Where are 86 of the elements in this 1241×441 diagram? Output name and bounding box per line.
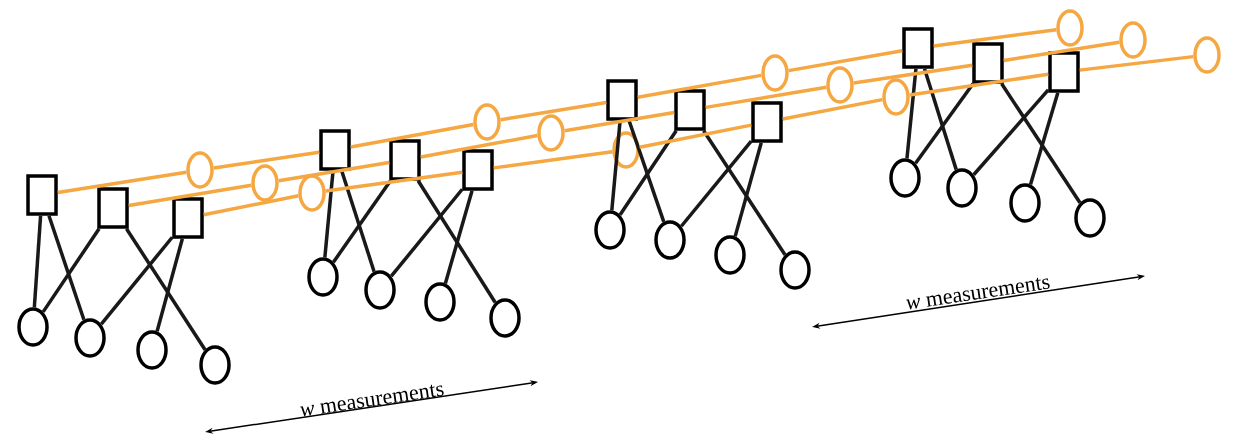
message-ellipse <box>537 114 565 152</box>
variable-circle <box>946 168 978 208</box>
connector-line <box>905 68 918 159</box>
connector-line <box>627 120 666 223</box>
variable-circle <box>654 220 686 260</box>
message-line <box>500 100 607 122</box>
square-node <box>389 139 421 181</box>
square-node <box>319 129 351 171</box>
connector-line <box>389 188 464 278</box>
connector-line <box>331 179 392 264</box>
message-ellipse <box>882 78 910 116</box>
connector-line <box>323 170 335 258</box>
variable-circle <box>307 257 339 297</box>
message-ellipse <box>186 151 214 189</box>
connector-line <box>922 68 958 171</box>
connector-line <box>618 129 678 216</box>
square-node <box>1048 51 1080 93</box>
variable-circle <box>364 270 396 310</box>
message-line <box>325 170 463 193</box>
square-node <box>172 197 204 239</box>
variable-circle <box>1074 198 1106 238</box>
square-node <box>606 79 638 121</box>
message-ellipse <box>251 164 279 202</box>
message-line <box>203 194 299 217</box>
square-node <box>751 101 783 143</box>
connector-line <box>340 170 376 273</box>
message-line <box>350 122 474 149</box>
connector-line <box>99 236 174 326</box>
message-ellipse <box>1119 21 1147 59</box>
variable-circle <box>489 298 521 338</box>
variable-circle <box>74 318 106 358</box>
connector-line <box>443 190 474 284</box>
message-line <box>933 28 1057 48</box>
message-line <box>564 110 675 133</box>
message-ellipse <box>761 54 789 92</box>
message-ellipse <box>473 103 501 141</box>
message-line <box>420 133 538 159</box>
variable-circle <box>424 282 456 322</box>
square-node <box>674 89 706 131</box>
message-line <box>213 150 320 170</box>
variable-circle <box>779 250 811 290</box>
connector-line <box>32 215 43 308</box>
variable-circle <box>1009 183 1041 223</box>
square-node <box>462 149 494 191</box>
square-node <box>26 174 58 216</box>
connector-line <box>702 129 787 256</box>
square-node <box>97 187 129 229</box>
connector-line <box>416 179 497 304</box>
message-line <box>128 183 252 208</box>
message-line <box>909 72 1049 97</box>
message-line <box>637 73 762 99</box>
message-line <box>705 85 827 110</box>
variable-circle <box>594 210 626 250</box>
connector-line <box>41 227 101 313</box>
message-line <box>57 170 187 195</box>
connector-line <box>610 120 622 211</box>
connector-line <box>47 215 86 321</box>
message-line <box>1079 54 1194 72</box>
message-line <box>1003 40 1120 63</box>
message-line <box>853 63 973 85</box>
message-ellipse <box>1193 36 1221 74</box>
message-line <box>493 150 613 170</box>
connector-line <box>972 88 1050 176</box>
message-ellipse <box>1056 9 1084 47</box>
variable-circle <box>136 330 168 370</box>
message-ellipse <box>826 66 854 104</box>
measurement-label: w measurements <box>300 384 444 417</box>
connector-line <box>1000 82 1082 204</box>
message-ellipse <box>298 174 326 212</box>
connector-line <box>679 140 753 228</box>
connector-line <box>125 227 207 351</box>
variable-circle <box>714 235 746 275</box>
message-line <box>639 123 752 149</box>
variable-circle <box>199 345 231 385</box>
variable-circle <box>17 307 49 347</box>
connector-line <box>1028 92 1060 185</box>
message-line <box>278 160 390 183</box>
square-node <box>902 27 934 69</box>
square-node <box>972 42 1004 84</box>
connector-line <box>733 142 763 237</box>
connector-line <box>914 82 975 165</box>
message-line <box>788 49 903 73</box>
measurement-label: w measurements <box>906 277 1050 310</box>
message-line <box>782 97 883 121</box>
variable-circle <box>889 158 921 198</box>
connector-line <box>155 238 185 332</box>
